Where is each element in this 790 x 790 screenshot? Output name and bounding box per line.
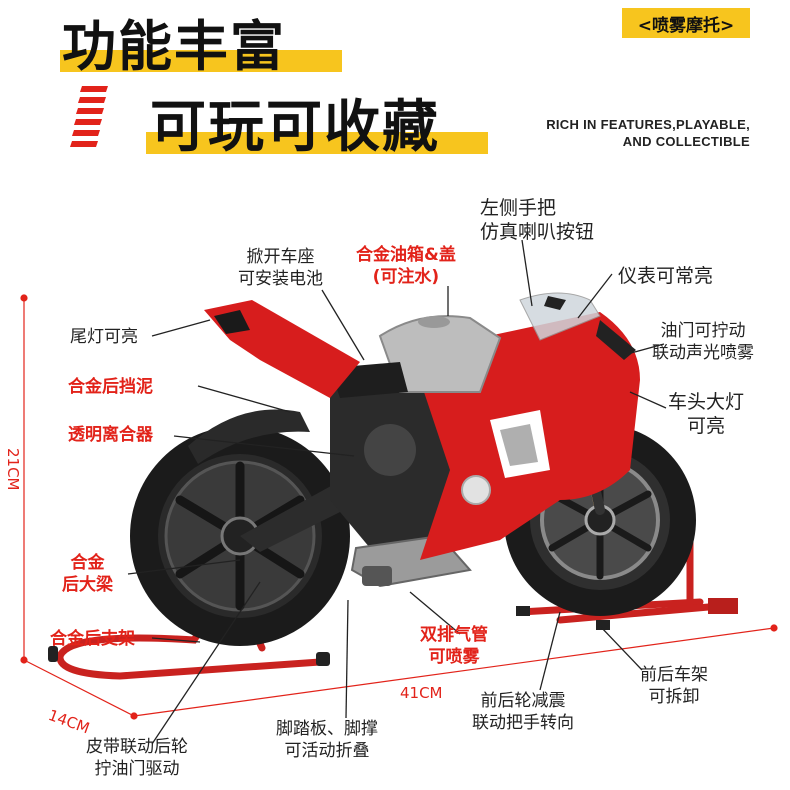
headline-2-underline [146, 132, 488, 154]
callout-fuel-tank: 合金油箱&盖(可注水) [356, 245, 456, 287]
subtitle-line-1: RICH IN FEATURES,PLAYABLE, [546, 117, 750, 132]
product-badge: <喷雾摩托> [622, 8, 750, 38]
callout-seat-battery: 掀开车座可安装电池 [238, 247, 323, 289]
rear-fender [188, 409, 310, 464]
callout-footrest: 脚踏板、脚撑可活动折叠 [276, 719, 378, 761]
callout-left-handlebar: 左侧手把仿真喇叭按钮 [480, 197, 595, 243]
callout-swingarm: 合金后大梁 [62, 553, 113, 595]
callout-exhaust: 双排气管可喷雾 [420, 625, 488, 667]
headline-1: 功能丰富 [62, 15, 286, 78]
callout-rear-fender: 合金后挡泥 [68, 377, 153, 397]
dimension-lines [20, 294, 778, 720]
callout-belt-drive: 皮带联动后轮拧油门驱动 [86, 737, 188, 779]
callout-rear-stand: 合金后支架 [50, 629, 135, 649]
leader-lines [127, 239, 667, 745]
callout-headlight: 车头大灯可亮 [668, 391, 745, 437]
callout-throttle: 油门可拧动联动声光喷雾 [652, 321, 754, 363]
callout-stands-removable: 前后车架可拆卸 [640, 665, 708, 707]
callout-dashboard: 仪表可常亮 [618, 265, 714, 287]
callout-suspension: 前后轮减震联动把手转向 [472, 691, 574, 733]
headline-2: 可玩可收藏 [150, 95, 440, 160]
windscreen [519, 292, 601, 341]
dimension-length-label: 41CM [400, 684, 443, 702]
headline-1-underline [60, 50, 342, 72]
headlight [596, 320, 636, 360]
red-stripes-decoration [70, 86, 108, 147]
subtitle-line-2: AND COLLECTIBLE [622, 134, 750, 149]
english-subtitle: RICH IN FEATURES,PLAYABLE, AND COLLECTIB… [546, 116, 750, 150]
dimension-height-label: 21CM [4, 448, 22, 491]
fuel-tank [378, 315, 502, 393]
callout-tail-light: 尾灯可亮 [70, 327, 138, 347]
callout-clutch: 透明离合器 [68, 425, 153, 445]
